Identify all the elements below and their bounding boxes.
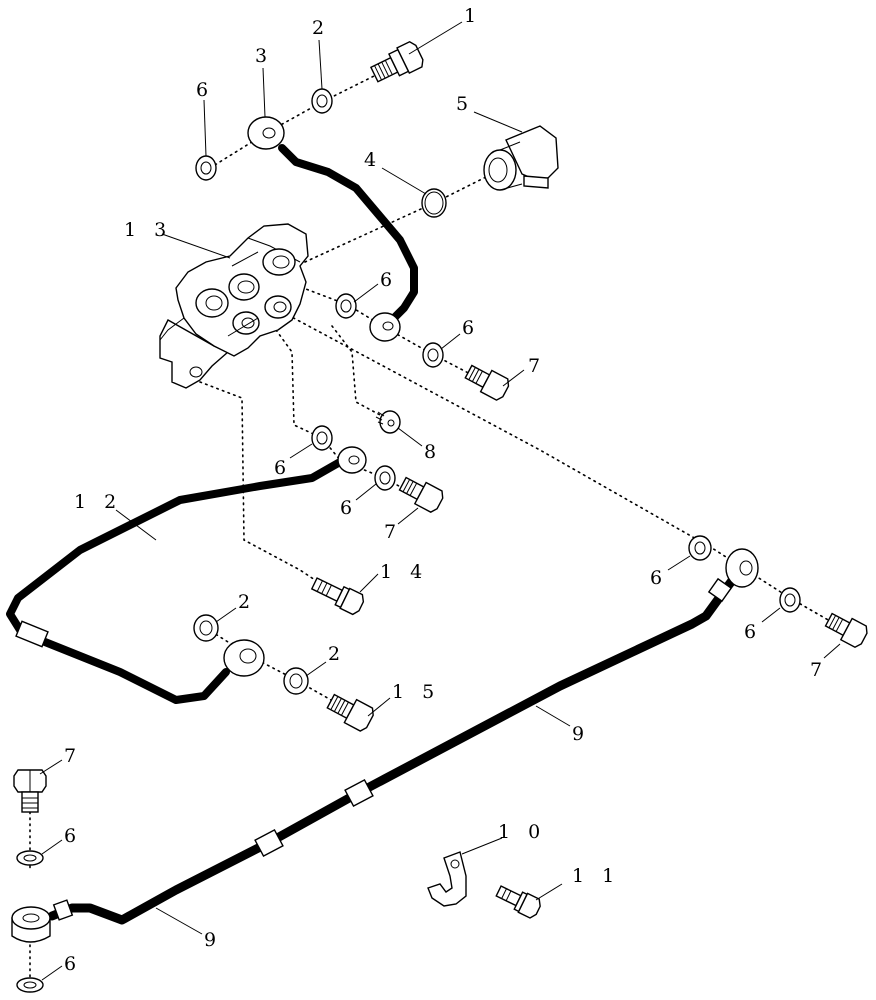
callout-6: 6 [64,825,82,847]
elbow-fitting-5 [483,125,559,191]
sealing-washer-2 [311,88,333,114]
callout-14: 1 4 [380,561,428,583]
bolt-11 [495,885,541,919]
o-ring-4 [421,188,447,218]
tube-assembly-3 [247,116,418,342]
banjo-bolt-7 [13,769,47,813]
callout-2: 2 [312,17,330,39]
washers [16,88,801,993]
banjo-bolt-7 [824,612,868,649]
callout-6: 6 [274,457,292,479]
callout-6: 6 [462,317,480,339]
callout-7: 7 [384,521,402,543]
callout-2: 2 [238,591,256,613]
sealing-washer-6 [688,535,712,561]
plug-8 [375,410,401,434]
sealing-washer-6 [422,342,444,368]
sealing-washer-2 [193,614,219,642]
callout-11: 1 1 [572,865,620,887]
sealing-washer-6 [311,425,333,451]
callout-7: 7 [810,659,828,681]
callout-12: 1 2 [74,491,122,513]
sealing-washer-6 [16,977,44,993]
banjo-bolt-1 [369,40,424,83]
callout-6: 6 [744,621,762,643]
callout-13: 1 3 [124,219,172,241]
leader-lines [39,21,841,981]
banjo-bolt-7 [464,364,510,401]
callout-1: 1 [464,5,482,27]
sealing-washer-6 [779,587,801,613]
callout-6: 6 [380,269,398,291]
tube-assembly-9 [11,548,759,943]
manifold-block [159,223,309,389]
sealing-washer-6 [335,293,357,319]
callout-7: 7 [528,355,546,377]
tube-assembly-12 [6,446,367,704]
bolt-14 [310,577,365,616]
callout-3: 3 [255,45,273,67]
clamp-10 [427,851,467,907]
sealing-washer-2 [283,667,309,695]
part-callouts: 1 2 3 6 5 4 1 3 6 6 7 8 6 1 2 6 7 1 4 6 … [64,5,828,975]
callout-6: 6 [340,497,358,519]
callout-6: 6 [64,953,82,975]
callout-8: 8 [424,441,442,463]
callout-6: 6 [196,79,214,101]
callout-9: 9 [572,723,590,745]
callout-7: 7 [64,745,82,767]
callout-4: 4 [364,149,382,171]
callout-6: 6 [650,567,668,589]
callout-15: 1 5 [392,681,440,703]
callout-5: 5 [456,93,474,115]
sealing-washer-6 [16,850,44,866]
callout-10: 1 0 [498,821,546,843]
sealing-washer-6 [195,155,217,181]
callout-9: 9 [204,929,222,951]
callout-2: 2 [328,643,346,665]
sealing-washer-6 [374,465,396,491]
banjo-bolt-15 [326,693,374,732]
banjo-bolt-7 [398,476,444,513]
